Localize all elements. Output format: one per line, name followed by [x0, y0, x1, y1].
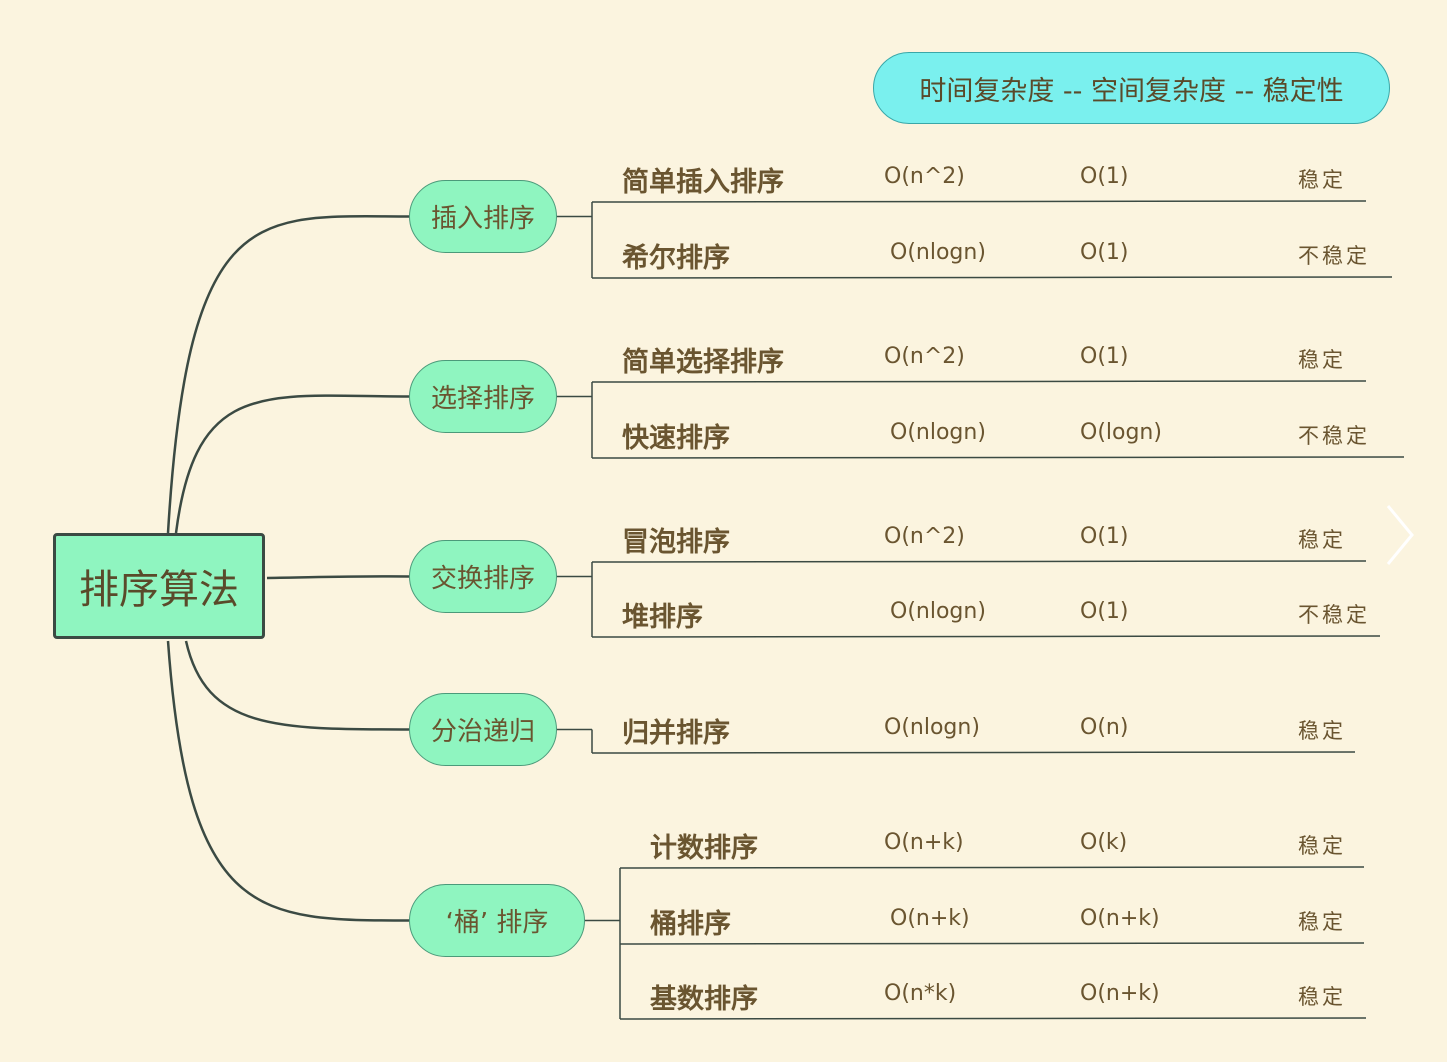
connector-line: [591, 380, 1367, 383]
connector-line: [619, 866, 1365, 869]
algorithm-name[interactable]: 桶排序: [650, 909, 731, 940]
space-complexity: O(logn): [1080, 420, 1162, 445]
algorithm-name[interactable]: 简单选择排序: [622, 347, 784, 378]
algorithm-name[interactable]: 快速排序: [622, 423, 730, 454]
stability: 稳定: [1298, 348, 1346, 372]
space-complexity: O(1): [1080, 524, 1129, 549]
category-node[interactable]: 选择排序: [409, 360, 557, 433]
category-label: 插入排序: [430, 204, 535, 234]
space-complexity: O(k): [1080, 830, 1128, 855]
connector-line: [591, 751, 1356, 754]
time-complexity: O(n+k): [884, 830, 964, 855]
connector-line: [619, 942, 1365, 945]
algorithm-name[interactable]: 希尔排序: [622, 243, 730, 274]
stability: 稳定: [1298, 834, 1346, 858]
time-complexity: O(n+k): [890, 906, 970, 931]
root-label: 排序算法: [79, 567, 239, 613]
connector-line: [591, 456, 1405, 459]
connector-line: [174, 394, 410, 534]
category-label: 交换排序: [430, 564, 535, 594]
algorithm-name[interactable]: 冒泡排序: [622, 527, 730, 558]
connector-line: [591, 635, 1381, 638]
space-complexity: O(n+k): [1080, 906, 1160, 931]
time-complexity: O(nlogn): [890, 240, 986, 265]
complexity-header: 时间复杂度 -- 空间复杂度 -- 稳定性: [873, 52, 1390, 124]
time-complexity: O(nlogn): [890, 420, 986, 445]
root-node[interactable]: 排序算法: [53, 533, 265, 639]
time-complexity: O(nlogn): [890, 599, 986, 624]
stability: 稳定: [1298, 910, 1346, 934]
stability: 稳定: [1298, 985, 1346, 1009]
chevron-right-icon[interactable]: [1380, 500, 1420, 570]
category-label: 分治递归: [430, 717, 535, 747]
category-node[interactable]: 分治递归: [409, 693, 557, 766]
complexity-header-text: 时间复杂度 -- 空间复杂度 -- 稳定性: [919, 75, 1344, 107]
stability: 不稳定: [1298, 244, 1370, 268]
space-complexity: O(1): [1080, 599, 1129, 624]
stability: 稳定: [1298, 719, 1346, 743]
connector-line: [591, 276, 1393, 279]
category-label: 选择排序: [430, 384, 535, 414]
connector-line: [591, 200, 1367, 203]
connector-line: [619, 1017, 1367, 1020]
time-complexity: O(n^2): [884, 524, 965, 549]
space-complexity: O(n): [1080, 715, 1129, 740]
time-complexity: O(n^2): [884, 164, 965, 189]
stability: 不稳定: [1298, 424, 1370, 448]
category-label: ‘桶’ 排序: [445, 908, 549, 938]
time-complexity: O(n^2): [884, 344, 965, 369]
category-node[interactable]: 交换排序: [409, 540, 557, 613]
algorithm-name[interactable]: 简单插入排序: [622, 167, 784, 198]
connector-line: [166, 640, 410, 922]
stability: 稳定: [1298, 528, 1346, 552]
space-complexity: O(1): [1080, 240, 1129, 265]
category-node[interactable]: ‘桶’ 排序: [409, 884, 585, 957]
connector-line: [184, 640, 410, 731]
space-complexity: O(1): [1080, 344, 1129, 369]
time-complexity: O(nlogn): [884, 715, 980, 740]
algorithm-name[interactable]: 归并排序: [622, 718, 730, 749]
stability: 稳定: [1298, 168, 1346, 192]
time-complexity: O(n*k): [884, 981, 957, 1006]
space-complexity: O(1): [1080, 164, 1129, 189]
algorithm-name[interactable]: 堆排序: [622, 602, 703, 633]
connector-line: [266, 575, 410, 580]
connector-line: [166, 215, 410, 534]
algorithm-name[interactable]: 基数排序: [650, 984, 758, 1015]
category-node[interactable]: 插入排序: [409, 180, 557, 253]
connector-line: [591, 560, 1367, 563]
algorithm-name[interactable]: 计数排序: [650, 833, 758, 864]
space-complexity: O(n+k): [1080, 981, 1160, 1006]
stability: 不稳定: [1298, 603, 1370, 627]
